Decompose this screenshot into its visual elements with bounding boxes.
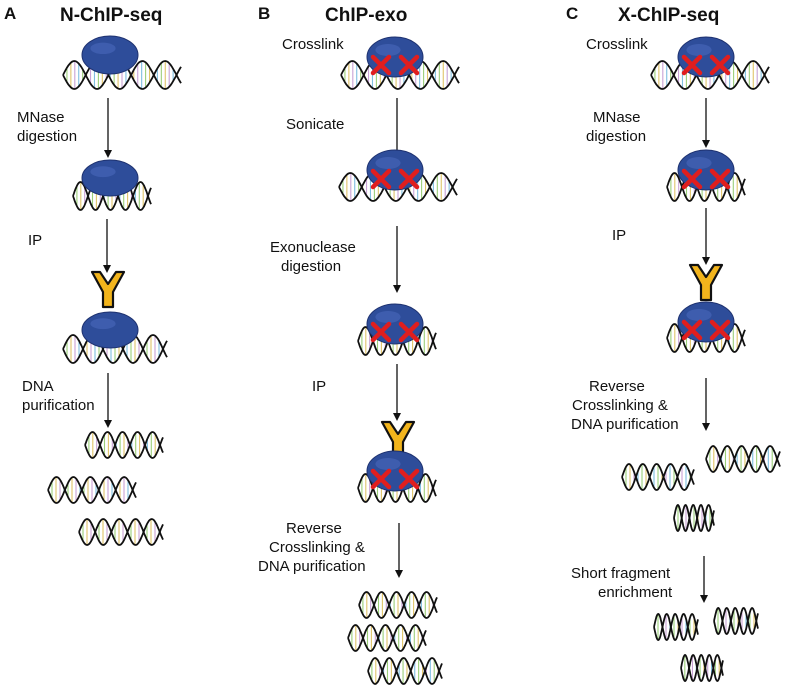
dna-helix-icon bbox=[653, 612, 699, 642]
crosslink-x-icon bbox=[370, 468, 392, 490]
crosslink-x-icon bbox=[681, 54, 703, 76]
dna-helix-icon bbox=[358, 591, 438, 619]
panel-c-letter: C bbox=[566, 4, 579, 23]
dna-helix-icon bbox=[78, 518, 164, 546]
step-c-enrichment: enrichment bbox=[598, 584, 673, 601]
dna-helix-icon bbox=[680, 653, 724, 683]
step-a-digestion: digestion bbox=[17, 128, 78, 145]
nucleosome-icon bbox=[81, 35, 139, 75]
panel-a-letter: A bbox=[4, 4, 17, 23]
dna-helix-icon bbox=[713, 606, 759, 636]
antibody-icon bbox=[90, 270, 126, 309]
crosslink-x-icon bbox=[370, 54, 392, 76]
dna-helix-icon bbox=[673, 503, 715, 533]
crosslink-x-icon bbox=[370, 168, 392, 190]
dna-helix-icon bbox=[62, 60, 182, 90]
panel-c-title: X-ChIP-seq bbox=[618, 5, 720, 26]
step-b-dna-purification: DNA purification bbox=[258, 558, 366, 575]
step-c-reverse: Reverse bbox=[589, 378, 645, 395]
dna-helix-icon bbox=[84, 431, 164, 459]
step-c-crosslinking: Crosslinking & bbox=[572, 397, 668, 414]
crosslink-x-icon bbox=[398, 468, 420, 490]
crosslink-x-icon bbox=[681, 319, 703, 341]
crosslink-x-icon bbox=[681, 168, 703, 190]
step-b-digestion: digestion bbox=[281, 258, 342, 275]
crosslink-x-icon bbox=[398, 54, 420, 76]
dna-helix-icon bbox=[347, 624, 427, 652]
step-b-crosslink: Crosslink bbox=[282, 36, 344, 53]
nucleosome-icon bbox=[81, 311, 139, 349]
step-b-sonicate: Sonicate bbox=[286, 116, 345, 133]
crosslink-x-icon bbox=[398, 168, 420, 190]
dna-helix-icon bbox=[47, 476, 137, 504]
antibody-icon bbox=[688, 263, 724, 302]
step-c-ip: IP bbox=[612, 227, 627, 244]
panel-a-title: N-ChIP-seq bbox=[60, 5, 163, 26]
step-c-mnase: MNase bbox=[593, 109, 641, 126]
step-b-exonuclease: Exonuclease bbox=[270, 239, 356, 256]
step-a-purification: purification bbox=[22, 397, 95, 414]
step-b-crosslinking: Crosslinking & bbox=[269, 539, 365, 556]
step-a-mnase: MNase bbox=[17, 109, 65, 126]
step-c-dna-purification: DNA purification bbox=[571, 416, 679, 433]
step-a-dna: DNA bbox=[22, 378, 54, 395]
step-a-ip: IP bbox=[28, 232, 43, 249]
step-c-short-fragment: Short fragment bbox=[571, 565, 671, 582]
dna-helix-icon bbox=[705, 445, 781, 473]
antibody-icon bbox=[380, 420, 416, 459]
step-c-crosslink: Crosslink bbox=[586, 36, 648, 53]
panel-b-title: ChIP-exo bbox=[325, 5, 408, 26]
step-c-digestion: digestion bbox=[586, 128, 647, 145]
crosslink-x-icon bbox=[709, 168, 731, 190]
crosslink-x-icon bbox=[709, 54, 731, 76]
crosslink-x-icon bbox=[398, 321, 420, 343]
step-b-reverse: Reverse bbox=[286, 520, 342, 537]
dna-helix-icon bbox=[367, 657, 443, 685]
panel-b-letter: B bbox=[258, 4, 271, 23]
step-b-ip: IP bbox=[312, 378, 327, 395]
nucleosome-icon bbox=[81, 159, 139, 197]
crosslink-x-icon bbox=[709, 319, 731, 341]
crosslink-x-icon bbox=[370, 321, 392, 343]
dna-helix-icon bbox=[621, 463, 695, 491]
